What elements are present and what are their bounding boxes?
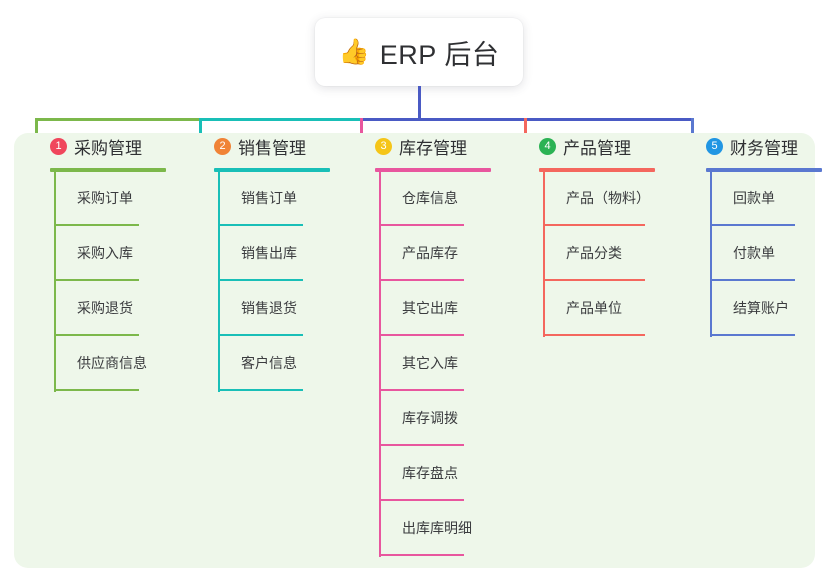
bus-segment-3: [361, 118, 694, 121]
item-underline: [379, 224, 464, 226]
item-underline: [710, 279, 795, 281]
item-label: 产品分类: [566, 245, 622, 261]
branch-header-underline: [539, 168, 655, 172]
item-label: 销售出库: [241, 245, 297, 261]
item-underline: [379, 389, 464, 391]
item-label: 付款单: [733, 245, 775, 261]
item-underline: [218, 389, 303, 391]
item-connector-line: [379, 502, 381, 557]
item-connector-line: [710, 282, 712, 337]
item-connector-line: [379, 447, 381, 502]
thumbs-up-icon: 👍: [338, 37, 370, 66]
branch-column-5: 5 财务管理回款单付款单结算账户: [688, 133, 822, 337]
item-label: 产品单位: [566, 300, 622, 316]
branch-column-1: 1 采购管理采购订单采购入库采购退货供应商信息: [32, 133, 166, 392]
item-connector-line: [379, 337, 381, 392]
branch-header-4[interactable]: 4 产品管理: [521, 133, 631, 159]
branch-header-5[interactable]: 5 财务管理: [688, 133, 798, 159]
item-underline: [543, 334, 645, 336]
item-connector-line: [543, 227, 545, 282]
item-connector-line: [54, 172, 56, 227]
item-label: 产品（物料）: [566, 190, 650, 206]
item-connector-line: [218, 227, 220, 282]
item-label: 产品库存: [402, 245, 458, 261]
item-connector-line: [379, 172, 381, 227]
item-connector-line: [379, 282, 381, 337]
item-underline: [54, 334, 139, 336]
item-connector-line: [379, 392, 381, 447]
branch-number-badge: 5: [706, 137, 723, 155]
item-label: 其它出库: [402, 300, 458, 316]
item-underline: [379, 499, 464, 501]
item-connector-line: [54, 227, 56, 282]
branch-title: 产品管理: [563, 138, 631, 158]
item-label: 采购入库: [77, 245, 133, 261]
item-underline: [218, 224, 303, 226]
item-underline: [379, 554, 464, 556]
branch-number-badge: 1: [50, 137, 67, 155]
branch-column-2: 2 销售管理销售订单销售出库销售退货客户信息: [196, 133, 330, 392]
branch-header-2[interactable]: 2 销售管理: [196, 133, 306, 159]
item-label: 库存调拨: [402, 410, 458, 426]
item-underline: [54, 389, 139, 391]
item-label: 销售退货: [241, 300, 297, 316]
item-connector-line: [54, 337, 56, 392]
bus-segment-2: [200, 118, 361, 121]
branch-column-3: 3 库存管理仓库信息产品库存其它出库其它入库库存调拨库存盘点出库库明细: [357, 133, 491, 557]
item-underline: [710, 224, 795, 226]
branch-header-underline: [50, 168, 166, 172]
item-label: 采购退货: [77, 300, 133, 316]
branch-title: 销售管理: [238, 138, 306, 158]
item-connector-line: [543, 282, 545, 337]
item-underline: [543, 279, 645, 281]
item-label: 其它入库: [402, 355, 458, 371]
branch-header-1[interactable]: 1 采购管理: [32, 133, 142, 159]
item-connector-line: [218, 172, 220, 227]
item-underline: [379, 279, 464, 281]
item-label: 销售订单: [241, 190, 297, 206]
item-connector-line: [218, 337, 220, 392]
item-label: 采购订单: [77, 190, 133, 206]
root-node[interactable]: 👍 ERP 后台: [315, 18, 523, 86]
item-connector-line: [54, 282, 56, 337]
item-label: 结算账户: [733, 300, 789, 316]
item-connector-line: [710, 172, 712, 227]
item-label: 客户信息: [241, 355, 297, 371]
item-connector-line: [218, 282, 220, 337]
branch-panel: 1 采购管理采购订单采购入库采购退货供应商信息 2 销售管理销售订单销售出库销售退货客…: [14, 133, 822, 568]
root-trunk-line: [418, 86, 421, 121]
item-underline: [54, 279, 139, 281]
item-underline: [543, 224, 645, 226]
item-underline: [218, 279, 303, 281]
item-label: 仓库信息: [402, 190, 458, 206]
item-underline: [379, 334, 464, 336]
item-connector-line: [710, 227, 712, 282]
branch-title: 采购管理: [74, 138, 142, 158]
item-connector-line: [379, 227, 381, 282]
branch-number-badge: 3: [375, 137, 392, 155]
item-connector-line: [543, 172, 545, 227]
item-label: 供应商信息: [77, 355, 147, 371]
branch-header-underline: [214, 168, 330, 172]
branch-title: 库存管理: [399, 138, 467, 158]
branch-header-underline: [706, 168, 822, 172]
branch-header-3[interactable]: 3 库存管理: [357, 133, 467, 159]
item-underline: [379, 444, 464, 446]
branch-header-underline: [375, 168, 491, 172]
item-label: 库存盘点: [402, 465, 458, 481]
branch-title: 财务管理: [730, 138, 798, 158]
item-label: 回款单: [733, 190, 775, 206]
item-label: 出库库明细: [402, 520, 472, 536]
item-underline: [54, 224, 139, 226]
branch-number-badge: 4: [539, 137, 556, 155]
branch-number-badge: 2: [214, 137, 231, 155]
root-title: ERP 后台: [379, 39, 500, 70]
branch-column-4: 4 产品管理产品（物料） 产品分类产品单位: [521, 133, 655, 337]
bus-segment-1: [36, 118, 200, 121]
item-underline: [710, 334, 795, 336]
item-underline: [218, 334, 303, 336]
